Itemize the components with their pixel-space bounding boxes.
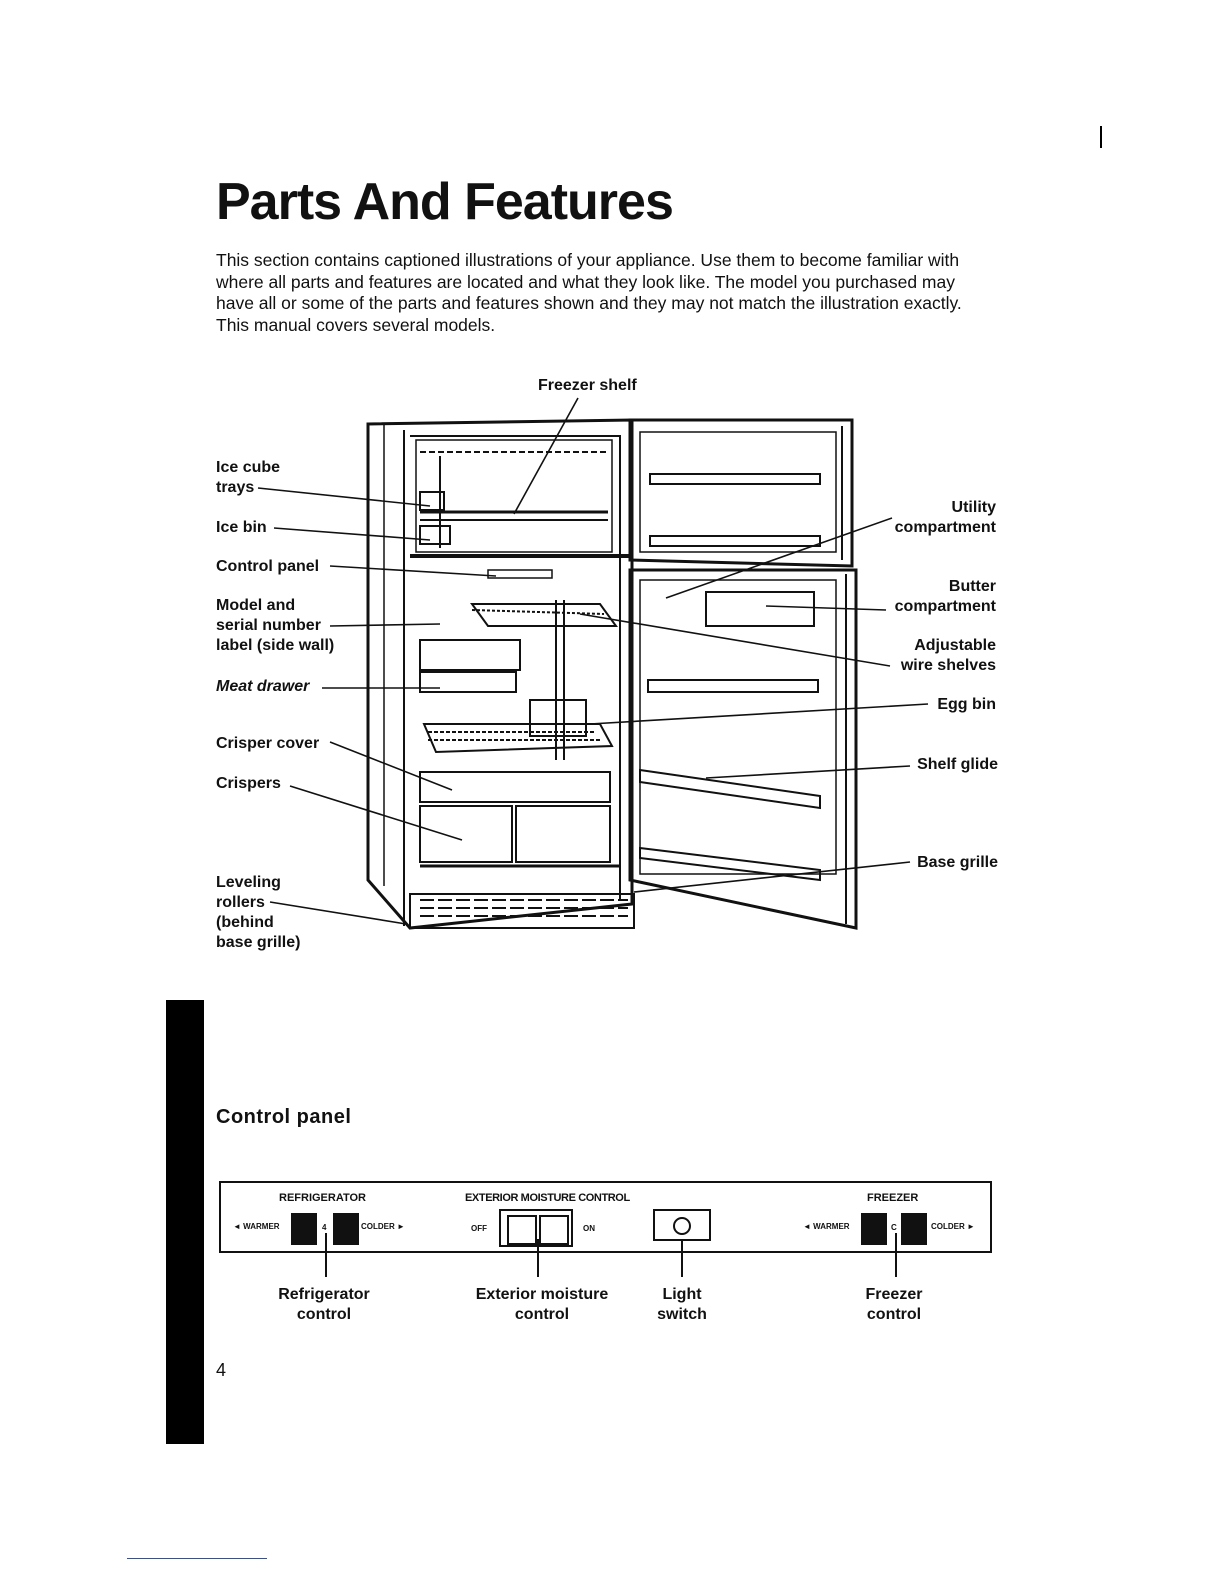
label-leveling-rollers: Leveling rollers (behind base grille) xyxy=(216,874,301,951)
moisture-off-label: OFF xyxy=(471,1224,487,1233)
label-crisper-cover: Crisper cover xyxy=(216,735,320,752)
refrigerator-warmer-label: ◄ WARMER xyxy=(233,1222,280,1231)
label-model-serial: Model and serial number label (side wall… xyxy=(216,597,335,654)
moisture-leader xyxy=(537,1239,539,1277)
margin-mark xyxy=(1100,126,1102,148)
label-crispers: Crispers xyxy=(216,775,281,792)
freezer-slider-left xyxy=(861,1213,887,1245)
moisture-switch[interactable] xyxy=(499,1209,573,1247)
moisture-title: EXTERIOR MOISTURE CONTROL xyxy=(465,1192,630,1204)
light-switch-leader xyxy=(681,1239,683,1277)
light-switch-icon xyxy=(673,1217,691,1235)
intro-paragraph: This section contains captioned illustra… xyxy=(216,250,962,335)
refrigerator-slider-left xyxy=(291,1213,317,1245)
refrigerator-setting: 4 xyxy=(322,1223,327,1232)
freezer-warmer-label: ◄ WARMER xyxy=(803,1222,850,1231)
freezer-leader xyxy=(895,1233,897,1277)
moisture-on-label: ON xyxy=(583,1224,595,1233)
refrigerator-title: REFRIGERATOR xyxy=(279,1192,366,1204)
label-ice-cube-trays: Ice cube trays xyxy=(216,459,281,496)
label-control-panel: Control panel xyxy=(216,558,320,575)
control-panel-heading: Control panel xyxy=(216,1106,352,1128)
freezer-slider-right xyxy=(901,1213,927,1245)
freezer-setting: C xyxy=(891,1223,897,1232)
freezer-colder-label: COLDER ► xyxy=(931,1222,975,1231)
label-meat-drawer: Meat drawer xyxy=(216,678,310,695)
label-adjustable-wire-shelves: Adjustable wire shelves xyxy=(900,637,996,674)
label-base-grille: Base grille xyxy=(917,854,998,871)
refrigerator-colder-label: COLDER ► xyxy=(361,1222,405,1231)
light-switch[interactable] xyxy=(653,1209,711,1241)
caption-light-switch: Light switch xyxy=(657,1286,707,1323)
label-egg-bin: Egg bin xyxy=(937,696,996,713)
label-utility-compartment: Utility compartment xyxy=(894,499,996,536)
footnote-rule xyxy=(127,1558,267,1559)
label-freezer-shelf: Freezer shelf xyxy=(538,377,637,394)
caption-exterior-moisture-control: Exterior moisture control xyxy=(475,1286,609,1323)
refrigerator-illustration xyxy=(257,397,929,930)
section-tab-bar xyxy=(166,1000,204,1444)
label-butter-compartment: Butter compartment xyxy=(894,578,996,615)
page-number: 4 xyxy=(216,1360,227,1380)
caption-freezer-control: Freezer control xyxy=(865,1286,923,1323)
refrigerator-leader xyxy=(325,1233,327,1277)
refrigerator-slider-right xyxy=(333,1213,359,1245)
control-panel-diagram: REFRIGERATOR ◄ WARMER 4 COLDER ► EXTERIO… xyxy=(219,1181,992,1277)
page-title: Parts And Features xyxy=(216,173,674,231)
label-shelf-glide: Shelf glide xyxy=(917,756,998,773)
caption-refrigerator-control: Refrigerator control xyxy=(278,1286,370,1323)
freezer-title: FREEZER xyxy=(867,1192,919,1204)
label-ice-bin: Ice bin xyxy=(216,519,267,536)
